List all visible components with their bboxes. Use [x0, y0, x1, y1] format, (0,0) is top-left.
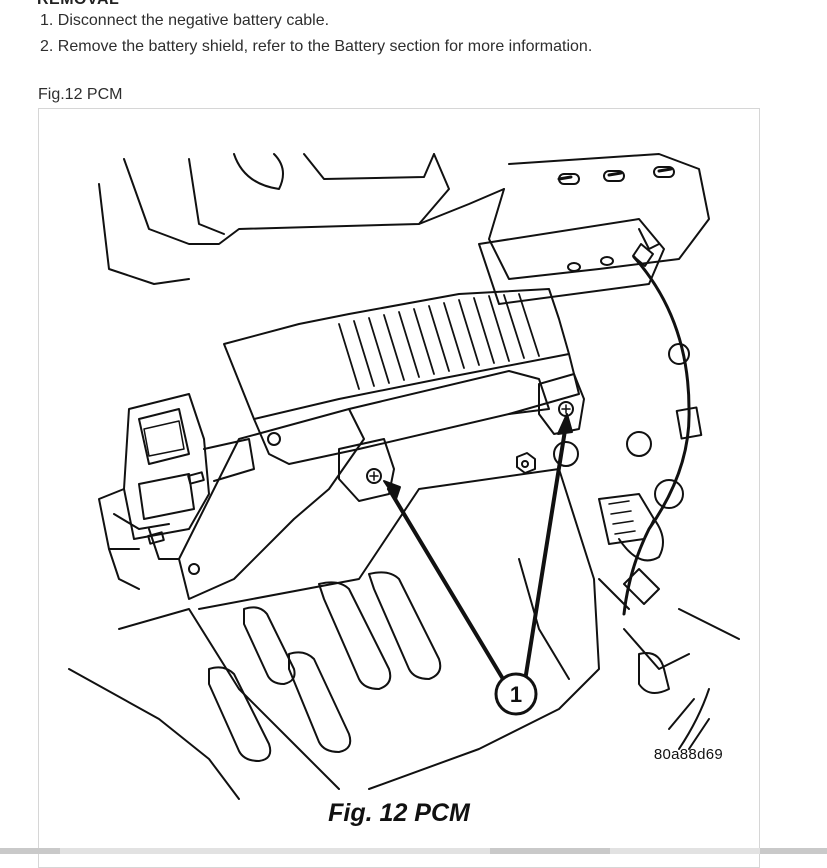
instruction-steps: 1. Disconnect the negative battery cable… [40, 8, 592, 60]
figure-title: Fig. 12 PCM [328, 799, 470, 827]
scrollbar-segment [760, 848, 827, 854]
figure-caption: Fig.12 PCM [38, 86, 123, 103]
step-2: 2. Remove the battery shield, refer to t… [40, 38, 593, 55]
scrollbar-segment [0, 848, 60, 854]
section-heading: REMOVAL [37, 0, 119, 9]
bottom-scrollbar[interactable] [0, 848, 827, 854]
callout-number: 1 [510, 682, 522, 707]
scrollbar-segment [490, 848, 610, 854]
pcm-illustration: 1 [68, 153, 740, 800]
step-1: 1. Disconnect the negative battery cable… [40, 12, 330, 29]
figure-frame: 1 80a88d69 Fig. 12 PCM [38, 108, 760, 868]
image-code: 80a88d69 [653, 746, 723, 763]
